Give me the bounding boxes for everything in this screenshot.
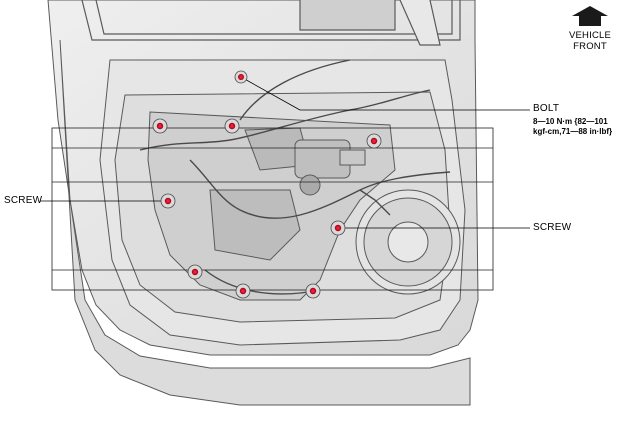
screw-marker xyxy=(330,220,346,236)
fastener-markers xyxy=(152,70,382,299)
wire-harness xyxy=(139,59,451,295)
screw-marker xyxy=(235,283,251,299)
callout-frame xyxy=(51,127,494,291)
screw-marker xyxy=(224,118,240,134)
window-motor xyxy=(294,139,366,196)
up-arrow-icon xyxy=(572,6,608,26)
vehicle-front-label: VEHICLE FRONT xyxy=(567,30,613,52)
leader-lines xyxy=(40,76,530,229)
bolt-spec-line1: 8—10 N·m {82—101 xyxy=(533,117,608,126)
screw-marker xyxy=(366,133,382,149)
screw-label-left: SCREW xyxy=(4,195,43,206)
bolt-marker xyxy=(234,70,248,84)
bolt-label: BOLT xyxy=(533,103,560,114)
bolt-torque-spec: 8—10 N·m {82—101 kgf-cm,71—88 in·lbf} xyxy=(533,117,612,137)
screw-marker xyxy=(160,193,176,209)
vehicle-front-line2: FRONT xyxy=(573,41,607,52)
screw-marker xyxy=(305,283,321,299)
screw-marker xyxy=(187,264,203,280)
bolt-spec-line2: kgf-cm,71—88 in·lbf} xyxy=(533,127,613,136)
screw-label-right: SCREW xyxy=(533,222,572,233)
window-frame xyxy=(81,0,461,46)
screw-marker xyxy=(152,118,168,134)
vehicle-front-line1: VEHICLE xyxy=(568,30,612,41)
speaker-opening xyxy=(355,189,461,295)
